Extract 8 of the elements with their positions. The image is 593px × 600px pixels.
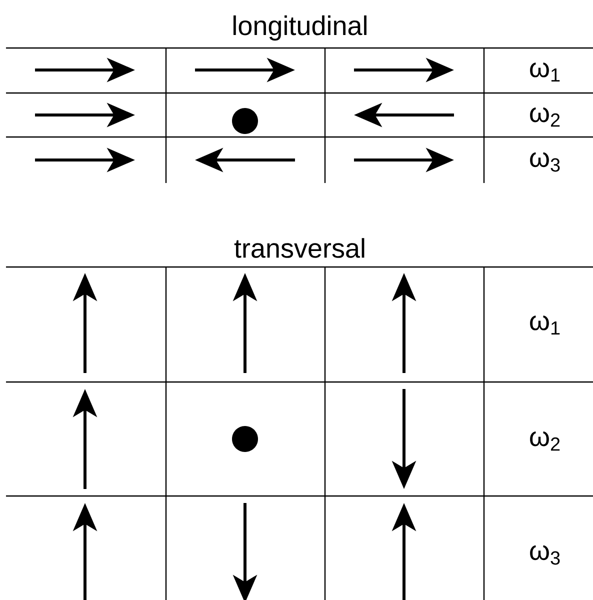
mode-label: ω$_{3}$ — [530, 545, 560, 565]
mode-label: ω$_{3}$ — [530, 152, 560, 172]
mode-label: ω$_{2}$ — [530, 431, 560, 451]
mode-label: ω$_{1}$ — [530, 62, 560, 82]
mode-label: ω$_{2}$ — [530, 107, 560, 127]
section-title: transversal — [234, 238, 364, 258]
mode-label: ω$_{1}$ — [530, 316, 560, 334]
section-title: longitudinal — [234, 15, 366, 41]
